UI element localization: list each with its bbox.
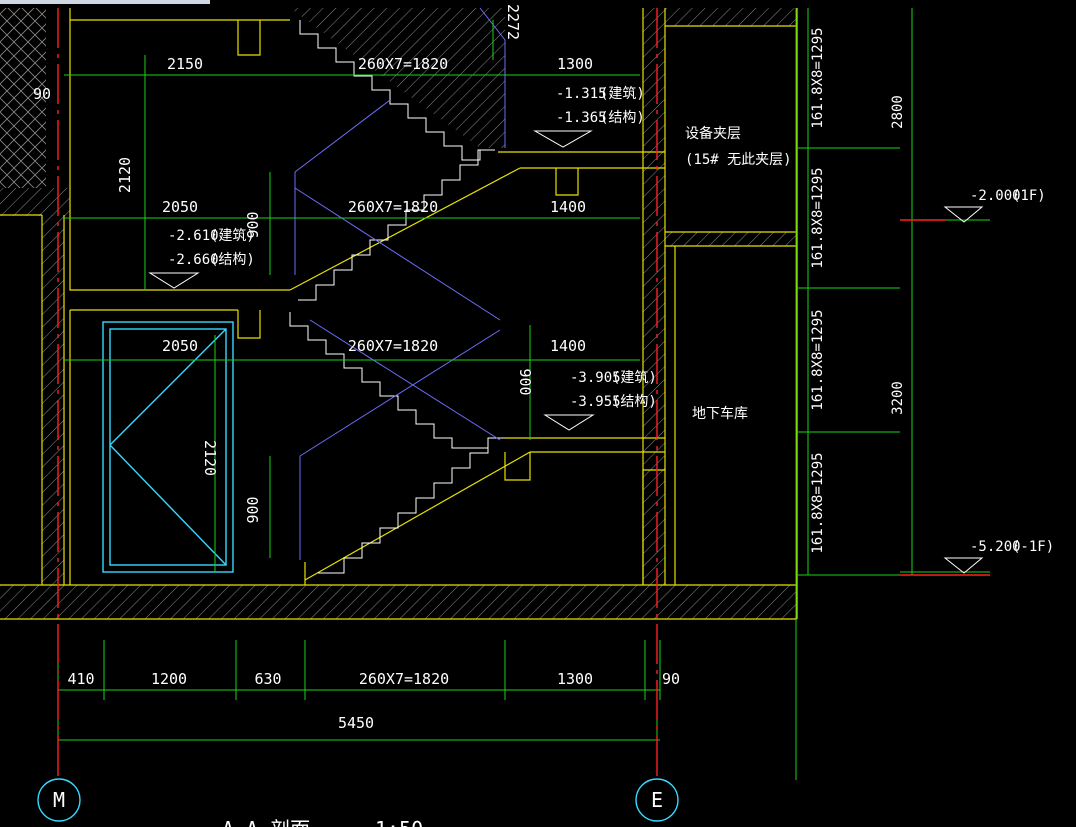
axis-bubble-m bbox=[37, 778, 81, 822]
flight-label: 260X7=1820 bbox=[348, 337, 438, 355]
misc-dim: 2120 bbox=[201, 440, 219, 476]
riser-dim: 161.8X8=1295 bbox=[810, 167, 826, 268]
elevation-value: -5.200 bbox=[970, 539, 1021, 555]
elevation-note: (建筑) bbox=[600, 86, 645, 102]
landing-dim: 1400 bbox=[550, 198, 586, 216]
section-scale: 1:50 bbox=[375, 817, 423, 827]
bottom-dim: 1300 bbox=[557, 670, 593, 688]
riser-dim: 161.8X8=1295 bbox=[810, 309, 826, 410]
bottom-dim: 1200 bbox=[151, 670, 187, 688]
misc-dim: 2272 bbox=[504, 4, 522, 40]
room-label: 设备夹层 bbox=[685, 125, 741, 142]
riser-dim: 161.8X8=1295 bbox=[810, 452, 826, 553]
misc-dim: 900 bbox=[516, 368, 534, 395]
elevation-note: (建筑) bbox=[612, 370, 657, 386]
elevator-shaft bbox=[102, 321, 234, 573]
landing-dim: 1300 bbox=[557, 55, 593, 73]
misc-dim: 900 bbox=[244, 496, 262, 523]
bottom-dim: 630 bbox=[254, 670, 281, 688]
elevation-value: -2.660 bbox=[168, 252, 219, 268]
floor-height-dim: 3200 bbox=[890, 381, 906, 415]
total-dim: 5450 bbox=[338, 714, 374, 732]
elevation-value: -3.955 bbox=[570, 394, 621, 410]
landing-dim: 2150 bbox=[167, 55, 203, 73]
elevation-markers bbox=[148, 130, 984, 574]
flight-label: 260X7=1820 bbox=[358, 55, 448, 73]
elevation-note: (-1F) bbox=[1012, 539, 1054, 555]
misc-dim: 900 bbox=[244, 211, 262, 238]
axis-label-m: M bbox=[53, 788, 65, 812]
axis-label-e: E bbox=[651, 788, 663, 812]
elevation-value: -3.905 bbox=[570, 370, 621, 386]
elevation-note: (建筑) bbox=[210, 228, 255, 244]
misc-dim: 90 bbox=[33, 85, 51, 103]
floor-height-dim: 2800 bbox=[890, 95, 906, 129]
riser-dim: 161.8X8=1295 bbox=[810, 27, 826, 128]
bottom-dim: 90 bbox=[662, 670, 680, 688]
landing-dim: 1400 bbox=[550, 337, 586, 355]
grid-axes bbox=[57, 8, 990, 780]
misc-dim: 2120 bbox=[116, 157, 134, 193]
flight-label: 260X7=1820 bbox=[348, 198, 438, 216]
section-title: A-A 剖面 bbox=[222, 817, 310, 827]
room-label: 地下车库 bbox=[692, 405, 748, 422]
bottom-dim: 410 bbox=[67, 670, 94, 688]
elevation-note: (结构) bbox=[210, 252, 255, 268]
room-label: (15# 无此夹层) bbox=[685, 152, 792, 168]
elevation-note: (结构) bbox=[612, 394, 657, 410]
stair-steps bbox=[289, 20, 505, 574]
elevation-value: -2.000 bbox=[970, 188, 1021, 204]
elevation-note: (1F) bbox=[1012, 188, 1046, 204]
axis-bubble-e bbox=[635, 778, 679, 822]
elevation-value: -2.610 bbox=[168, 228, 219, 244]
elevation-value: -1.365 bbox=[556, 110, 607, 126]
bottom-dim: 260X7=1820 bbox=[359, 670, 449, 688]
hidden-lines bbox=[294, 7, 506, 560]
landing-dim: 2050 bbox=[162, 337, 198, 355]
landing-dim: 2050 bbox=[162, 198, 198, 216]
elevation-value: -1.315 bbox=[556, 86, 607, 102]
elevation-note: (结构) bbox=[600, 110, 645, 126]
